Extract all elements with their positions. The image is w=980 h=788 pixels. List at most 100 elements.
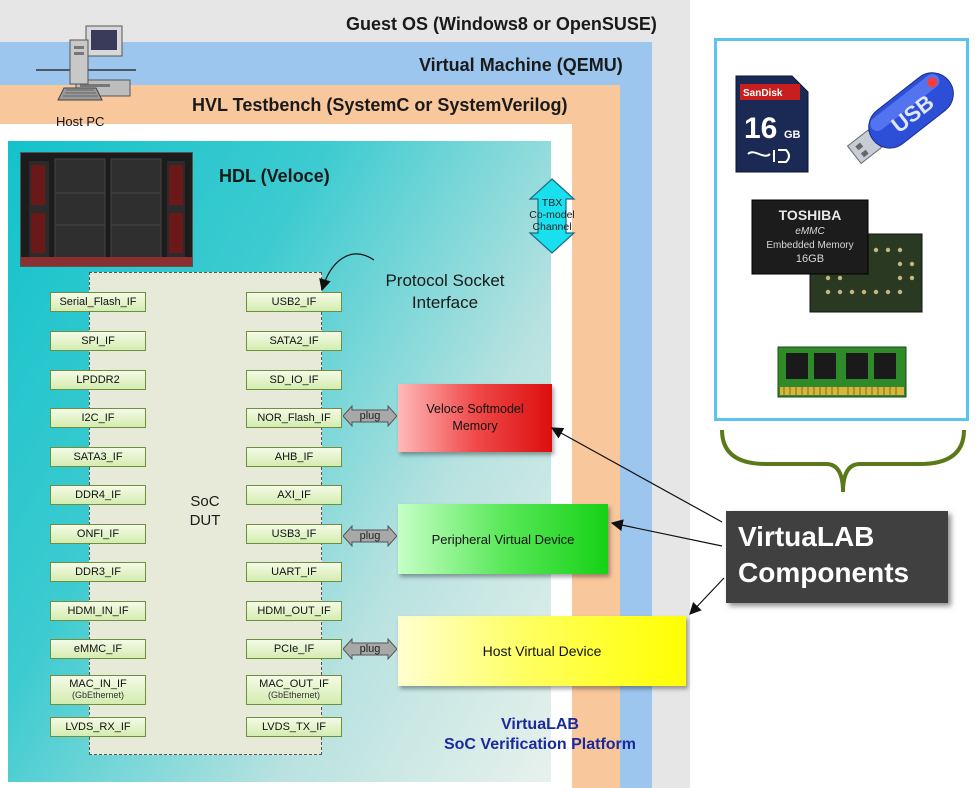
interface-label: AHB_IF [274, 451, 314, 463]
arrow-to-peripheral [610, 519, 723, 547]
left-interface-box: SPI_IF [50, 331, 146, 351]
virtualab-components-box: VirtuaLAB Components [726, 511, 948, 603]
soc-dut-label: SoC DUT [170, 492, 240, 530]
protocol-socket-line-1: Protocol Socket [385, 271, 505, 290]
left-interface-box: HDMI_IN_IF [50, 601, 146, 621]
double-arrow-icon [528, 178, 576, 254]
interface-label: ONFI_IF [76, 528, 120, 540]
left-interface-box: Serial_Flash_IF [50, 292, 146, 312]
host-pc: Host PC [36, 18, 136, 133]
plug-label: plug [359, 530, 381, 542]
left-interface-box: DDR3_IF [50, 562, 146, 582]
emmc-line-1: eMMC [795, 226, 825, 237]
interface-label: UART_IF [271, 566, 317, 578]
left-interface-box: SATA3_IF [50, 447, 146, 467]
interface-label: HDMI_OUT_IF [257, 605, 331, 617]
interface-label: eMMC_IF [73, 643, 123, 655]
right-interface-box: MAC_OUT_IF(GbEthernet) [246, 675, 342, 705]
dut-line-2: DUT [189, 512, 221, 529]
interface-label: DDR3_IF [75, 566, 121, 578]
interface-label: LPDDR2 [76, 374, 120, 386]
components-bracket [716, 428, 970, 498]
interface-label: MAC_OUT_IF [259, 678, 329, 690]
emmc-line-3: 16GB [796, 253, 824, 265]
right-interface-box: UART_IF [246, 562, 342, 582]
veloce-softmodel-memory: Veloce Softmodel Memory [398, 384, 552, 452]
protocol-socket-label: Protocol Socket Interface [372, 270, 518, 314]
interface-label: MAC_IN_IF [69, 678, 127, 690]
plug-label: plug [359, 643, 381, 655]
interface-label: LVDS_TX_IF [262, 721, 326, 733]
interface-label: USB2_IF [271, 296, 317, 308]
interface-label: USB3_IF [271, 528, 317, 540]
left-interface-box: MAC_IN_IF(GbEthernet) [50, 675, 146, 705]
sd-unit: GB [784, 129, 801, 141]
tbx-comodel-channel: TBX Co-model Channel [514, 177, 590, 255]
components-line-1: VirtuaLAB [738, 521, 875, 552]
tbx-line-1: TBX [541, 197, 563, 209]
peripheral-virtual-device: Peripheral Virtual Device [398, 504, 608, 574]
tbx-line-2: Co-model [529, 209, 575, 221]
interface-label: HDMI_IN_IF [67, 605, 129, 617]
hdl-veloce-title: HDL (Veloce) [219, 166, 330, 186]
right-interface-box: USB2_IF [246, 292, 342, 312]
left-interface-box: I2C_IF [50, 408, 146, 428]
softmodel-line-1: Veloce Softmodel [426, 402, 524, 416]
right-interface-box: HDMI_OUT_IF [246, 601, 342, 621]
dut-line-1: SoC [190, 493, 220, 510]
platform-title-line-2: SoC Verification Platform [443, 736, 637, 753]
interface-label: LVDS_RX_IF [65, 721, 131, 733]
interface-sublabel: (GbEthernet) [71, 690, 125, 700]
plug-connector-peripheral: plug [342, 524, 398, 548]
sd-card-image: SanDisk 16 GB [734, 74, 810, 174]
hvl-testbench-title: HVL Testbench (SystemC or SystemVerilog) [192, 95, 568, 115]
emmc-line-2: Embedded Memory [766, 240, 853, 251]
host-virtual-device: Host Virtual Device [398, 616, 686, 686]
left-interface-box: LPDDR2 [50, 370, 146, 390]
interface-label: Serial_Flash_IF [59, 296, 137, 308]
sd-capacity: 16 [744, 112, 777, 145]
interface-label: SATA2_IF [269, 335, 319, 347]
platform-title: VirtuaLAB SoC Verification Platform [420, 715, 660, 755]
protocol-socket-arrow [319, 253, 375, 292]
veloce-hardware-image [20, 152, 193, 267]
emmc-brand: TOSHIBA [779, 207, 842, 223]
host-pc-label: Host PC [56, 114, 105, 129]
interface-label: SATA3_IF [73, 451, 123, 463]
plug-connector-memory: plug [342, 404, 398, 428]
interface-sublabel: (GbEthernet) [267, 690, 321, 700]
interface-label: I2C_IF [81, 412, 115, 424]
interface-label: DDR4_IF [75, 489, 121, 501]
interface-label: AXI_IF [277, 489, 311, 501]
softmodel-line-2: Memory [452, 419, 498, 433]
protocol-socket-line-2: Interface [411, 293, 479, 312]
arrow-to-softmodel [550, 427, 723, 523]
plug-label: plug [359, 410, 381, 422]
right-interface-box: LVDS_TX_IF [246, 717, 342, 737]
arrow-to-host [689, 577, 725, 615]
right-interface-box: AXI_IF [246, 485, 342, 505]
platform-title-line-1: VirtuaLAB [501, 716, 579, 733]
interface-label: SPI_IF [81, 335, 115, 347]
components-line-2: Components [738, 557, 910, 588]
interface-label: NOR_Flash_IF [257, 412, 331, 424]
right-interface-box: AHB_IF [246, 447, 342, 467]
left-interface-box: LVDS_RX_IF [50, 717, 146, 737]
emmc-chip-image: TOSHIBA eMMC Embedded Memory 16GB [750, 198, 926, 316]
ram-module-image [776, 343, 908, 403]
left-interface-box: DDR4_IF [50, 485, 146, 505]
right-interface-box: NOR_Flash_IF [246, 408, 342, 428]
interface-label: PCIe_IF [273, 643, 315, 655]
guest-os-title: Guest OS (Windows8 or OpenSUSE) [346, 14, 657, 34]
virtual-machine-title: Virtual Machine (QEMU) [419, 55, 623, 75]
right-interface-box: SATA2_IF [246, 331, 342, 351]
left-interface-box: ONFI_IF [50, 524, 146, 544]
soc-dut-box [89, 272, 322, 755]
left-interface-box: eMMC_IF [50, 639, 146, 659]
right-interface-box: PCIe_IF [246, 639, 342, 659]
right-interface-box: USB3_IF [246, 524, 342, 544]
sd-brand: SanDisk [743, 88, 783, 99]
interface-label: SD_IO_IF [269, 374, 319, 386]
usb-stick-image: USB [838, 58, 968, 178]
